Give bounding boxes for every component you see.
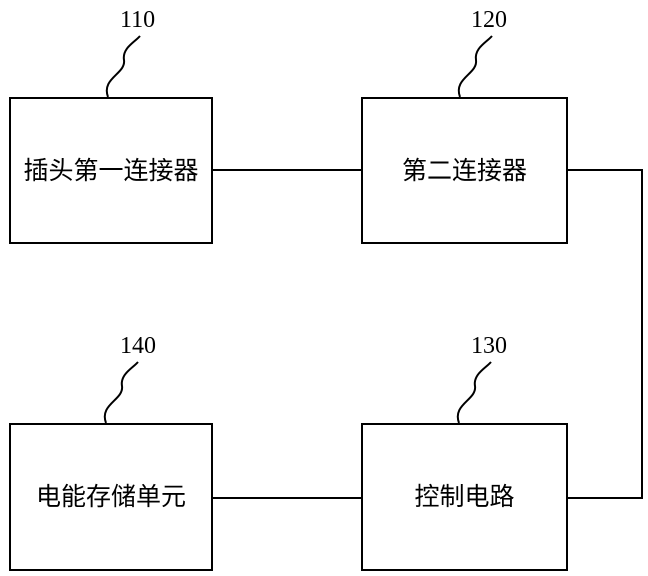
- box-second-connector: 第二连接器: [361, 97, 568, 244]
- box-label: 控制电路: [414, 480, 514, 514]
- box-label: 插头第一连接器: [23, 154, 199, 188]
- box-label: 第二连接器: [402, 154, 527, 188]
- box-control-circuit: 控制电路: [361, 423, 568, 571]
- ref-140: 140: [120, 334, 156, 358]
- leader-110: [107, 36, 140, 97]
- ref-130: 130: [471, 334, 507, 358]
- leader-120: [459, 36, 492, 97]
- ref-120: 120: [471, 8, 507, 32]
- box-energy-storage-unit: 电能存储单元: [9, 423, 213, 571]
- leader-130: [458, 362, 491, 423]
- box-plug-first-connector: 插头第一连接器: [9, 97, 213, 244]
- link-120-130: [567, 170, 642, 498]
- ref-110: 110: [120, 8, 155, 32]
- leader-140: [105, 362, 138, 423]
- box-label: 电能存储单元: [36, 480, 186, 514]
